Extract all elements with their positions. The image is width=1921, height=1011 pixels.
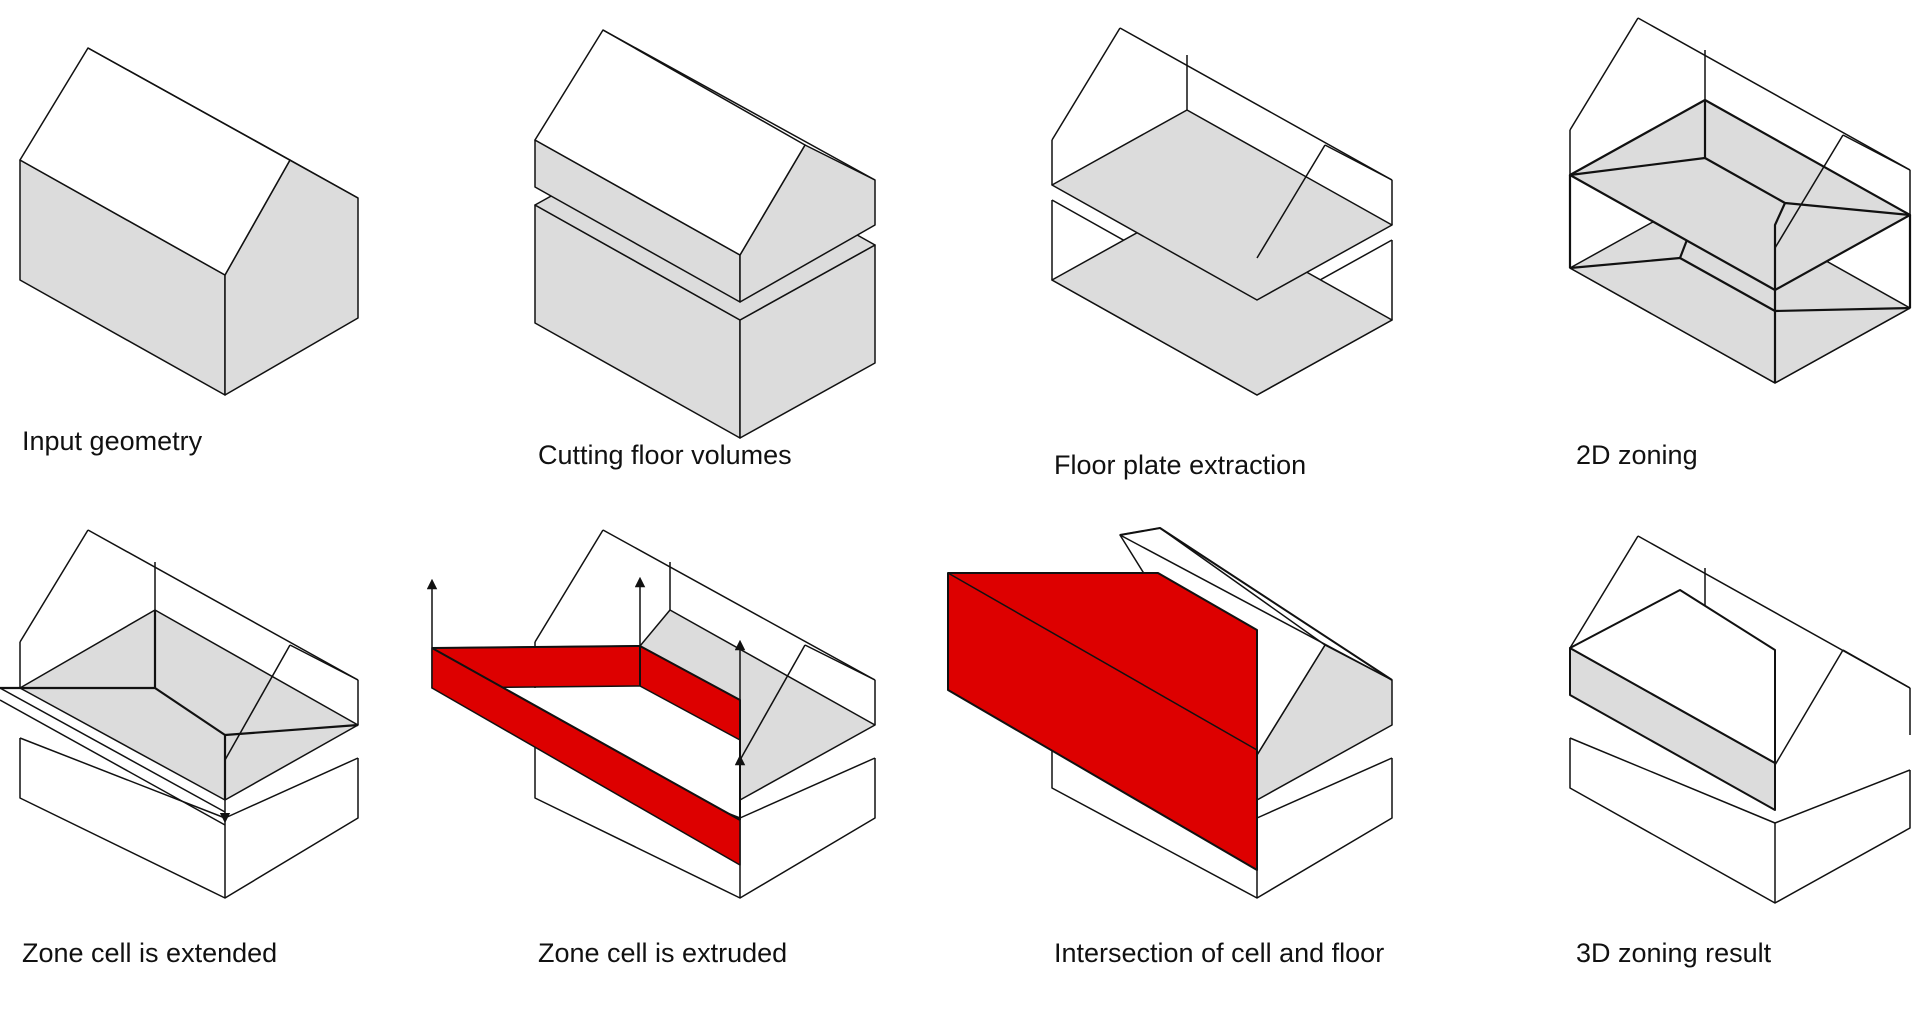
panel-zone-cell-extruded — [432, 530, 875, 898]
panel-cutting-floor-volumes — [535, 30, 875, 438]
panel-3d-zoning-result — [1570, 536, 1910, 903]
caption-intersection-cell-floor: Intersection of cell and floor — [1054, 940, 1384, 967]
panel-intersection-cell-floor — [948, 528, 1392, 898]
panel-zone-cell-extended — [0, 530, 358, 898]
caption-zone-cell-extended: Zone cell is extended — [22, 940, 277, 967]
panel-floor-plate-extraction — [1052, 28, 1392, 395]
caption-input-geometry: Input geometry — [22, 428, 202, 455]
caption-floor-plate-extraction: Floor plate extraction — [1054, 452, 1306, 479]
caption-cutting-floor-volumes: Cutting floor volumes — [538, 442, 792, 469]
zone-floor-plate — [20, 610, 358, 800]
panel-2d-zoning — [1570, 18, 1910, 383]
caption-2d-zoning: 2D zoning — [1576, 442, 1698, 469]
caption-3d-zoning-result: 3D zoning result — [1576, 940, 1771, 967]
panel-input-geometry — [20, 48, 358, 395]
intersection-volume — [948, 573, 1257, 870]
caption-zone-cell-extruded: Zone cell is extruded — [538, 940, 787, 967]
